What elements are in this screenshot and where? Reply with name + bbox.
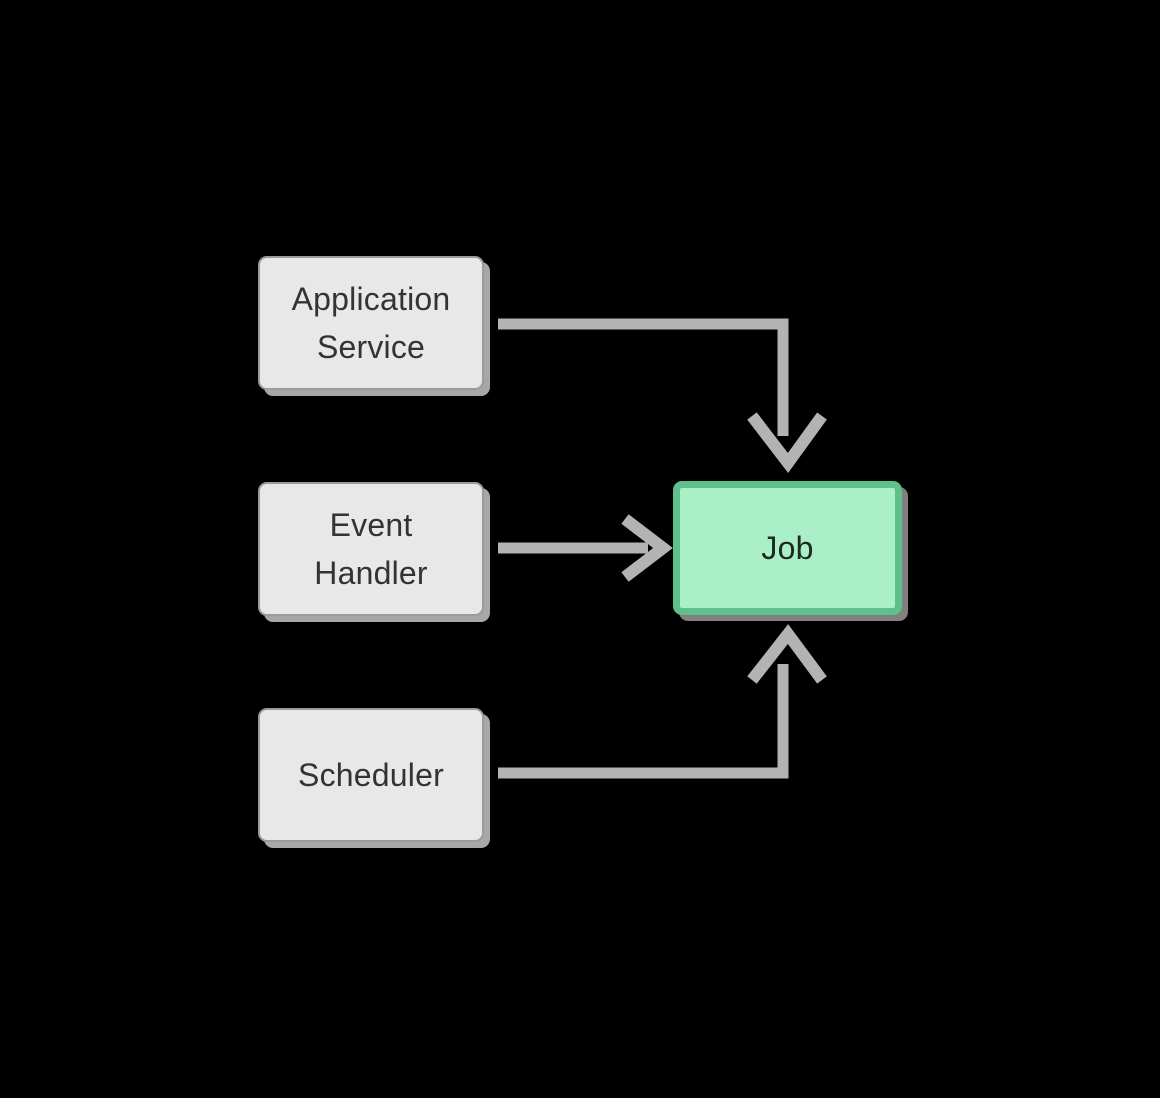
edge-application-service-to-job xyxy=(498,318,827,474)
node-job[interactable]: Job xyxy=(673,481,902,615)
arrowhead-down-icon xyxy=(747,412,827,474)
node-application-service[interactable]: Application Service xyxy=(258,256,484,390)
node-application-service-label: Application Service xyxy=(291,281,451,365)
node-scheduler-label: Scheduler xyxy=(298,757,444,793)
edge-scheduler-to-job xyxy=(498,624,827,779)
node-event-handler-label: Event Handler xyxy=(314,507,428,591)
node-event-handler[interactable]: Event Handler xyxy=(258,482,484,616)
edge-event-handler-to-job xyxy=(498,514,673,582)
edge-line xyxy=(498,664,789,779)
node-job-label: Job xyxy=(761,530,814,566)
arrowhead-right-icon xyxy=(621,514,673,582)
arrowhead-up-icon xyxy=(747,624,827,684)
edge-line xyxy=(498,318,789,436)
node-scheduler[interactable]: Scheduler xyxy=(258,708,484,842)
